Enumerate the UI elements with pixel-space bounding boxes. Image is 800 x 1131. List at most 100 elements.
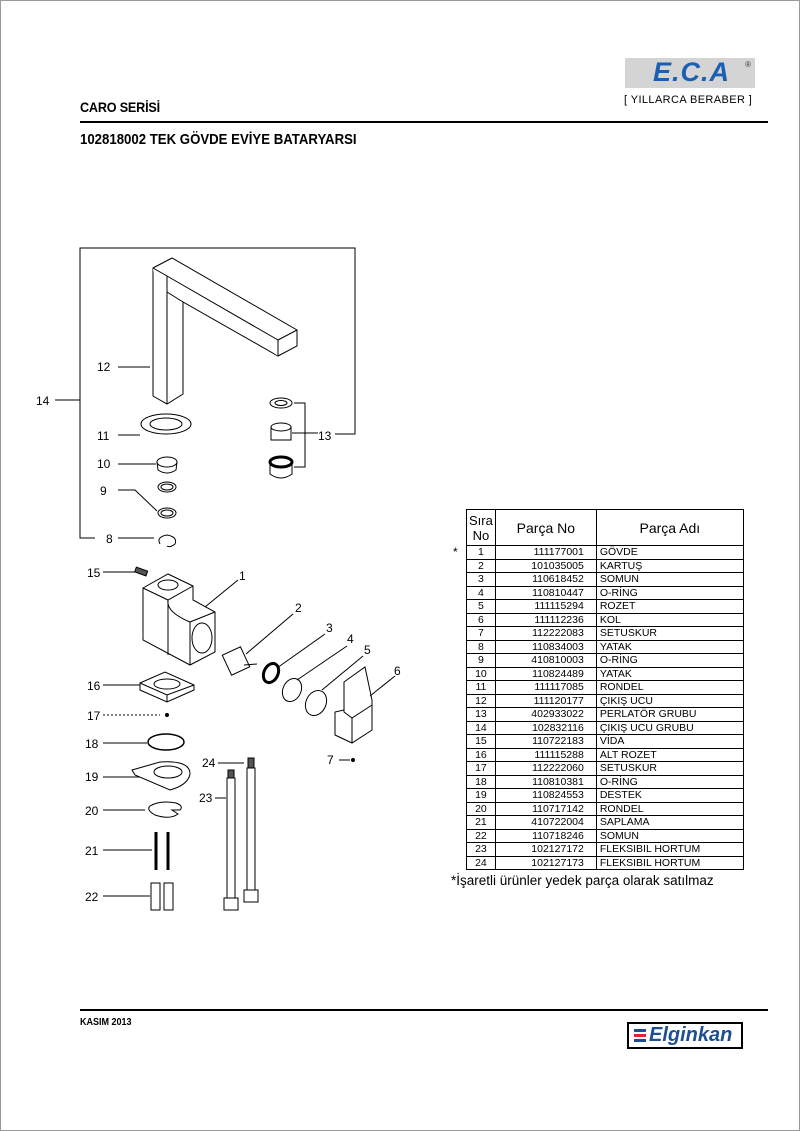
column-header-parca-adi: Parça Adı bbox=[595, 509, 744, 546]
rondel-part-20 bbox=[148, 801, 182, 818]
part-number: 110717142 bbox=[494, 801, 597, 816]
part-name: ROZET bbox=[595, 599, 744, 614]
part-number: 111117085 bbox=[494, 680, 597, 695]
non-spare-marker: * bbox=[453, 545, 458, 559]
elginkan-logo-text: Elginkan bbox=[649, 1024, 733, 1046]
callout-21: 21 bbox=[85, 844, 99, 858]
callout-7: 7 bbox=[327, 753, 334, 767]
row-number: 2 bbox=[466, 558, 496, 573]
part-number: 410722004 bbox=[494, 815, 597, 830]
part-number: 102127172 bbox=[494, 842, 597, 857]
callout-3: 3 bbox=[326, 621, 333, 635]
callout-20: 20 bbox=[85, 804, 99, 818]
part-name: ÇIKIŞ UCU GRUBU bbox=[595, 720, 744, 735]
oring-part-9b bbox=[157, 507, 177, 519]
callout-11: 11 bbox=[97, 429, 110, 443]
row-number: 13 bbox=[466, 707, 496, 722]
part-number: 402933022 bbox=[494, 707, 597, 722]
part-number: 110810447 bbox=[494, 585, 597, 600]
yatak-part-10 bbox=[156, 456, 178, 468]
part-name: SETUSKUR bbox=[595, 761, 744, 776]
part-name: O-RİNG bbox=[595, 585, 744, 600]
part-number: 102127173 bbox=[494, 855, 597, 870]
flexible-hose-23 bbox=[223, 769, 239, 911]
row-number: 1 bbox=[466, 545, 496, 560]
part-number: 112222060 bbox=[494, 761, 597, 776]
row-number: 23 bbox=[466, 842, 496, 857]
logo-bar-blue bbox=[634, 1039, 646, 1042]
row-number: 3 bbox=[466, 572, 496, 587]
nut-part-22 bbox=[150, 882, 174, 911]
row-number: 17 bbox=[466, 761, 496, 776]
part-name: FLEKSIBIL HORTUM bbox=[595, 855, 744, 870]
elginkan-logo: Elginkan bbox=[627, 1022, 743, 1049]
part-name: O-RİNG bbox=[595, 653, 744, 668]
part-name: SOMUN bbox=[595, 828, 744, 843]
cartridge-part-2 bbox=[221, 646, 258, 676]
part-name: SAPLAMA bbox=[595, 815, 744, 830]
part-number: 110834003 bbox=[494, 639, 597, 654]
flexible-hose-24 bbox=[243, 757, 259, 903]
callout-15: 15 bbox=[87, 566, 101, 580]
column-header-parca-no: Parça No bbox=[494, 509, 597, 546]
perlator-group-13 bbox=[268, 397, 294, 479]
nut-part-3 bbox=[261, 661, 281, 685]
row-number: 24 bbox=[466, 855, 496, 870]
row-number: 16 bbox=[466, 747, 496, 762]
part-number: 110718246 bbox=[494, 828, 597, 843]
setuskur-part-17 bbox=[165, 713, 169, 717]
part-number: 111112236 bbox=[494, 612, 597, 627]
yatak-part-8 bbox=[158, 534, 177, 548]
part-number: 112222083 bbox=[494, 626, 597, 641]
callout-13: 13 bbox=[318, 429, 332, 443]
part-name: FLEKSIBIL HORTUM bbox=[595, 842, 744, 857]
callout-23: 23 bbox=[199, 791, 213, 805]
callout-5: 5 bbox=[364, 643, 371, 657]
part-name: YATAK bbox=[595, 666, 744, 681]
callout-19: 19 bbox=[85, 770, 99, 784]
part-name: RONDEL bbox=[595, 801, 744, 816]
row-number: 5 bbox=[466, 599, 496, 614]
part-number: 110824489 bbox=[494, 666, 597, 681]
callout-1: 1 bbox=[239, 569, 246, 583]
callout-12: 12 bbox=[97, 360, 111, 374]
row-number: 15 bbox=[466, 734, 496, 749]
oring-part-4 bbox=[281, 677, 303, 703]
part-name: ÇIKIŞ UCU bbox=[595, 693, 744, 708]
callout-bracket-14 bbox=[79, 247, 356, 539]
footnote: *İşaretli ürünler yedek parça olarak sat… bbox=[451, 873, 714, 888]
logo-bar-blue bbox=[634, 1029, 646, 1032]
row-number: 20 bbox=[466, 801, 496, 816]
eca-logo: E.C.A ® bbox=[625, 57, 755, 88]
screw-part-15 bbox=[134, 566, 149, 577]
part-name: SOMUN bbox=[595, 572, 744, 587]
eca-logo-text: E.C.A bbox=[653, 57, 731, 87]
callout-6: 6 bbox=[394, 664, 401, 678]
alt-rozet-part-16 bbox=[139, 671, 195, 703]
callout-8: 8 bbox=[106, 532, 113, 546]
callout-10: 10 bbox=[97, 457, 111, 471]
row-number: 4 bbox=[466, 585, 496, 600]
part-number: 111120177 bbox=[494, 693, 597, 708]
part-number: 101035005 bbox=[494, 558, 597, 573]
row-number: 10 bbox=[466, 666, 496, 681]
